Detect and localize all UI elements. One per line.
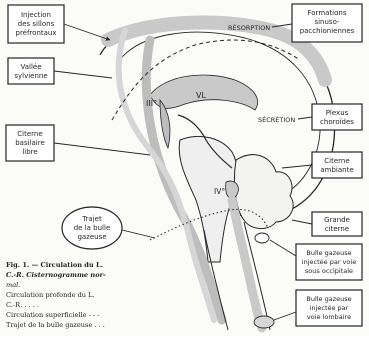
label-vallee-1: Vallée bbox=[20, 63, 41, 71]
label-bulle-lombaire-3: voie lombaire bbox=[307, 313, 351, 321]
label-citerne-ambiante-1: Citerne bbox=[324, 157, 349, 165]
caption-line-6: Circulation superficielle - - - bbox=[6, 310, 166, 320]
label-citerne-basilaire: Citerne basilaire libre bbox=[6, 125, 54, 161]
label-trajet-3: gazeuse bbox=[77, 233, 106, 241]
pointer-injection bbox=[64, 24, 110, 40]
label-injection-3: préfrontaux bbox=[16, 29, 57, 37]
label-formations-1: Formations bbox=[308, 9, 347, 17]
gas-bubble-lumbar bbox=[254, 316, 274, 328]
label-ventricle-lat: VL bbox=[196, 91, 206, 100]
label-vallee-2: sylvienne bbox=[14, 72, 47, 80]
label-trajet: Trajet de la bulle gazeuse bbox=[62, 207, 122, 249]
label-formations-2: sinuso- bbox=[314, 18, 340, 26]
label-trajet-1: Trajet bbox=[81, 215, 102, 223]
label-plexus-2: choroïdes bbox=[320, 118, 354, 126]
label-citerne-basilaire-1: Citerne bbox=[17, 130, 42, 138]
label-trajet-2: de la bulle bbox=[74, 224, 111, 232]
pointer-plexus bbox=[298, 117, 312, 119]
label-ventricle-4: IV° bbox=[214, 187, 225, 196]
figure-caption: Fig. 1. — Circulation du L. C.-R. Cister… bbox=[6, 260, 166, 330]
cerebellum bbox=[234, 155, 293, 229]
label-vallee: Vallée sylvienne bbox=[8, 58, 54, 84]
label-formations: Formations sinuso- pacchioniennes bbox=[292, 4, 362, 42]
label-citerne-basilaire-2: basilaire bbox=[15, 139, 45, 147]
caption-line-2: C.-R. Cisternogramme nor- bbox=[6, 270, 166, 280]
caption-line-4: Circulation profonde du L. bbox=[6, 290, 166, 300]
label-bulle-lombaire-1: Bulle gazeuse bbox=[306, 295, 351, 303]
label-injection-2: des sillons bbox=[18, 20, 55, 28]
gas-bubble-occipital bbox=[255, 233, 269, 243]
label-ventricle-3: III° bbox=[146, 99, 157, 108]
pointer-vallee bbox=[54, 71, 112, 78]
label-grande-citerne-2: citerne bbox=[325, 225, 349, 233]
pointer-grande-citerne bbox=[292, 220, 312, 224]
pointer-bulle-lombaire bbox=[274, 312, 296, 320]
pointer-citerne-ambiante bbox=[282, 165, 312, 168]
pointer-trajet bbox=[122, 230, 155, 238]
label-plexus-1: Plexus bbox=[326, 109, 349, 117]
label-injection: Injection des sillons préfrontaux bbox=[8, 5, 64, 43]
caption-line-7: Trajet de la bulle gazeuse . . . bbox=[6, 320, 166, 330]
label-resorption: RÉSORPTION bbox=[228, 23, 270, 32]
label-citerne-ambiante-2: ambiante bbox=[320, 166, 353, 174]
label-grande-citerne-1: Grande bbox=[324, 216, 350, 224]
label-grande-citerne: Grande citerne bbox=[312, 212, 362, 236]
caption-line-3: mal. bbox=[6, 280, 166, 290]
label-bulle-occipitale: Bulle gazeuse injectée par voie sous occ… bbox=[296, 244, 362, 280]
label-formations-3: pacchioniennes bbox=[300, 27, 355, 35]
label-bulle-occipitale-2: injectée par voie bbox=[302, 258, 356, 266]
pointer-citerne-basilaire bbox=[54, 143, 150, 155]
label-injection-1: Injection bbox=[21, 11, 51, 19]
label-citerne-ambiante: Citerne ambiante bbox=[312, 152, 362, 178]
pointer-bulle-occipitale bbox=[270, 240, 296, 256]
label-secretion: SÉCRÉTION bbox=[258, 115, 295, 124]
label-citerne-basilaire-3: libre bbox=[22, 148, 37, 156]
label-bulle-occipitale-3: sous occipitale bbox=[305, 267, 353, 275]
label-bulle-lombaire-2: injectée par bbox=[310, 304, 349, 312]
label-bulle-lombaire: Bulle gazeuse injectée par voie lombaire bbox=[296, 290, 362, 326]
caption-line-5: C.-R. . . . . bbox=[6, 300, 166, 310]
caption-line-1: Fig. 1. — Circulation du L. bbox=[6, 260, 166, 270]
label-bulle-occipitale-1: Bulle gazeuse bbox=[306, 249, 351, 257]
label-plexus: Plexus choroïdes bbox=[312, 104, 362, 130]
